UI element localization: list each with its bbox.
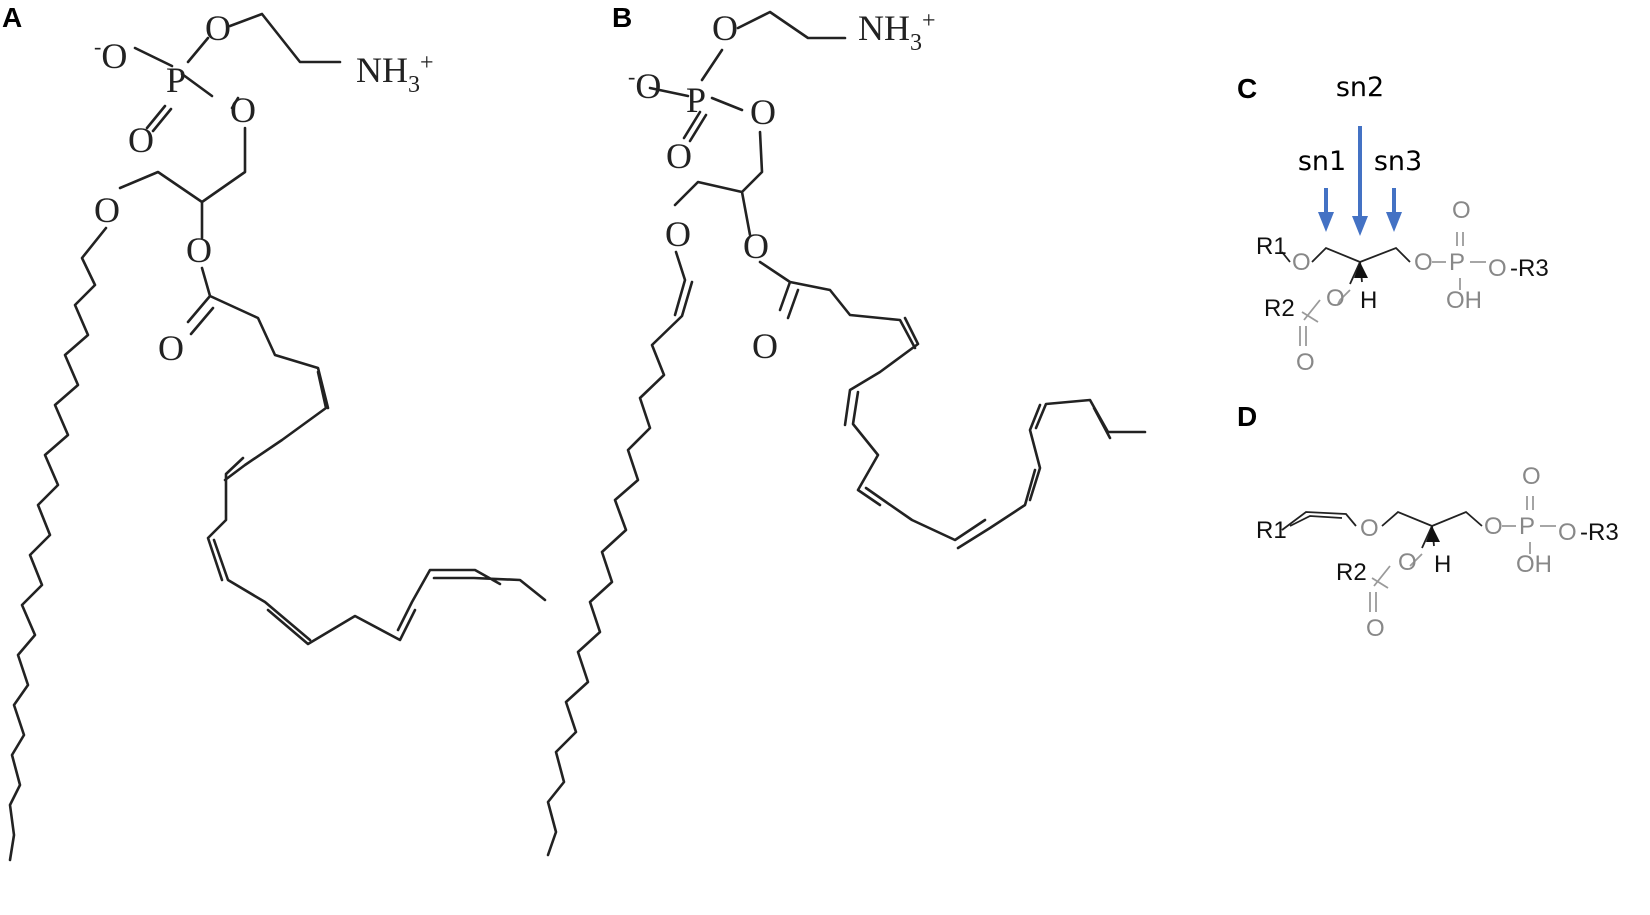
panel-b-o-carbonyl-label: O <box>752 326 778 366</box>
panel-c-o3-label: O <box>1414 249 1433 276</box>
panel-b-o-double-label: O <box>666 136 692 176</box>
panel-c-structure: sn2 sn1 sn3 R1 O O R2 O H O P O OH O -R3 <box>1256 72 1549 376</box>
panel-a-o-ether-label: O <box>94 190 120 230</box>
panel-b-o-ester-label: O <box>743 226 769 266</box>
panel-c-o1-label: O <box>1292 249 1311 276</box>
panel-c-o-carbonyl-label: O <box>1296 349 1315 376</box>
panel-c-stereo-wedge <box>1354 262 1368 278</box>
panel-a-phosphorus-label: P <box>166 60 186 100</box>
panel-a-ester-chain <box>186 266 547 646</box>
panel-b-structure: -O P O O O NH3+ O O O <box>546 8 1147 857</box>
panel-d-o-carbonyl-label: O <box>1366 615 1385 642</box>
panel-letter-d: D <box>1237 401 1257 432</box>
panel-d-h-label: H <box>1434 551 1451 578</box>
sn2-label: sn2 <box>1336 72 1384 103</box>
panel-d-r3-label: -R3 <box>1580 519 1619 546</box>
panel-a-o-carbonyl-label: O <box>158 328 184 368</box>
sn3-arrowhead <box>1386 212 1402 232</box>
panel-a-o-top-label: O <box>205 8 231 48</box>
panel-a-o-minus-label: -O <box>94 34 127 76</box>
panel-b-o-top-label: O <box>712 8 738 48</box>
panel-a-nh3-label: NH3+ <box>356 50 434 98</box>
panel-a-o-right-label: O <box>230 90 256 130</box>
panel-d-r1-label: R1 <box>1256 517 1287 544</box>
panel-d-o4-label: O <box>1558 519 1577 546</box>
panel-b-phosphorus-label: P <box>686 80 706 120</box>
panel-c-oh-label: OH <box>1446 287 1482 314</box>
panel-c-p-label: P <box>1449 249 1465 276</box>
panel-c-o-p-double-label: O <box>1452 197 1471 224</box>
panel-a-structure: -O P O O O NH3+ O O O <box>8 8 547 862</box>
panel-d-vinyl-bonds <box>1281 511 1357 531</box>
panel-d-r2-label: R2 <box>1336 559 1367 586</box>
panel-b-ester-chain <box>758 260 1147 550</box>
panel-d-stereo-wedge <box>1426 526 1440 542</box>
panel-c-h-label: H <box>1360 287 1377 314</box>
panel-c-r3-label: -R3 <box>1510 255 1549 282</box>
panel-d-ester-bonds <box>1369 553 1423 612</box>
panel-d-o1-label: O <box>1360 515 1379 542</box>
panel-a-alkyl-chain <box>8 226 108 862</box>
panel-b-o-right-label: O <box>750 92 776 132</box>
sn-position-arrows <box>1318 126 1402 236</box>
sn2-arrowhead <box>1352 216 1368 236</box>
panel-d-structure: R1 O O R2 O H O P O OH O -R3 <box>1256 463 1619 642</box>
sn1-label: sn1 <box>1298 146 1346 177</box>
panel-d-o-p-double-label: O <box>1522 463 1541 490</box>
panel-c-r2-label: R2 <box>1264 295 1295 322</box>
panel-c-ester-bonds <box>1299 289 1351 346</box>
panel-d-p-label: P <box>1519 513 1535 540</box>
panel-c-r1-label: R1 <box>1256 233 1287 260</box>
panel-c-o4-label: O <box>1488 255 1507 282</box>
panel-d-oh-label: OH <box>1516 551 1552 578</box>
panel-a-o-ester-label: O <box>186 230 212 270</box>
panel-d-o3-label: O <box>1484 513 1503 540</box>
panel-c-o2-label: O <box>1326 285 1345 312</box>
sn1-arrowhead <box>1318 212 1334 232</box>
panel-letter-c: C <box>1237 73 1257 104</box>
panel-c-phosphate-bonds <box>1432 232 1486 290</box>
panel-b-nh3-label: NH3+ <box>858 8 936 56</box>
panel-b-alkenyl-chain <box>546 250 694 857</box>
panel-letter-a: A <box>2 2 22 33</box>
panel-a-headgroup-bonds <box>118 12 342 240</box>
panel-b-headgroup-bonds <box>648 10 847 237</box>
panel-letter-b: B <box>612 2 632 33</box>
panel-b-o-vinyl-label: O <box>665 214 691 254</box>
panel-a-o-double-label: O <box>128 120 154 160</box>
panel-d-o2-label: O <box>1398 549 1417 576</box>
sn3-label: sn3 <box>1374 146 1422 177</box>
panel-d-phosphate-bonds <box>1502 496 1556 554</box>
panel-b-o-minus-label: -O <box>628 64 661 106</box>
